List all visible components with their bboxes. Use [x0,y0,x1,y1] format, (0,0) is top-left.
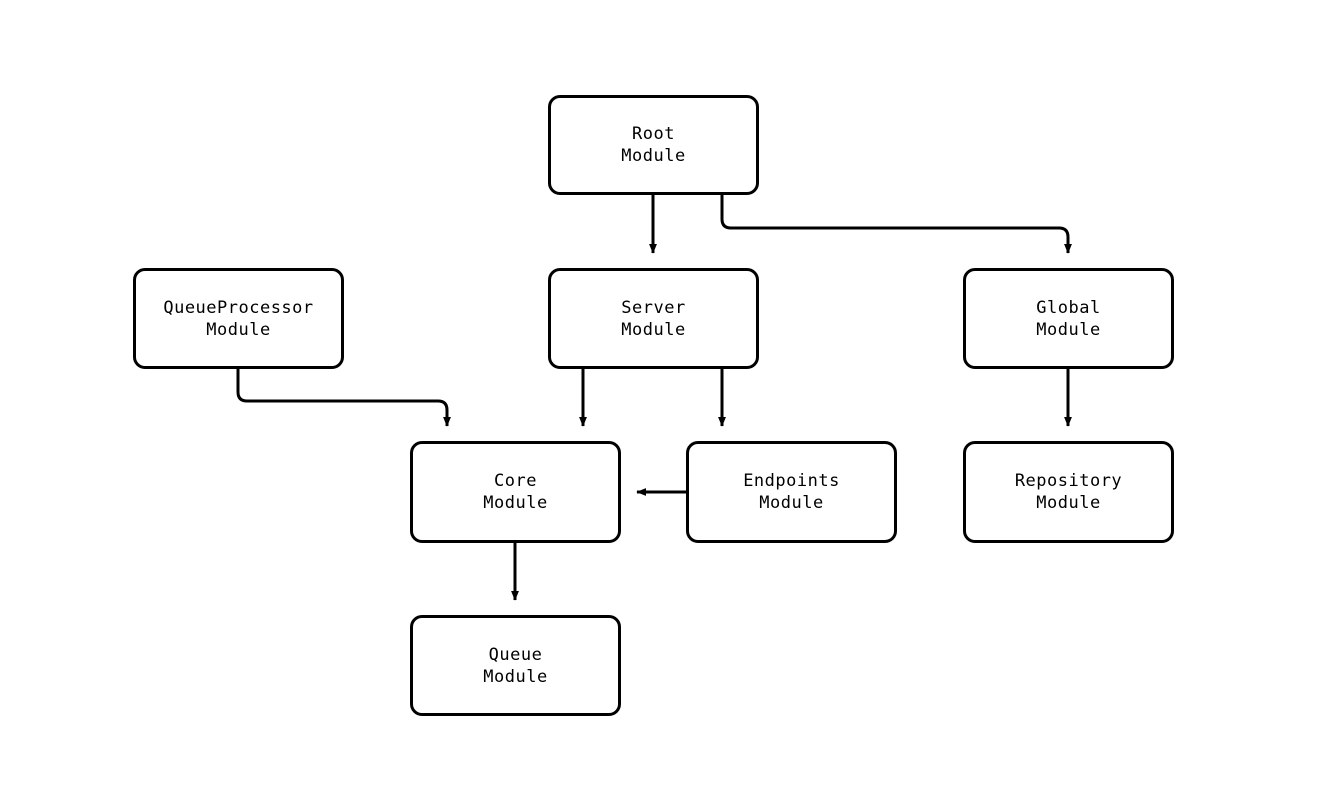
node-endpoints-title: Endpoints [743,471,840,491]
node-global[interactable]: Global Module [963,268,1174,369]
node-core-title: Core [494,471,537,491]
node-core-subtitle: Module [483,493,548,513]
node-server[interactable]: Server Module [548,268,759,369]
node-endpoints-subtitle: Module [759,493,824,513]
node-repository-title: Repository [1014,471,1123,491]
edge-root-to-global [720,195,1072,254]
node-queue-subtitle: Module [483,666,548,687]
node-server-subtitle: Module [621,319,686,340]
node-queue[interactable]: Queue Module [410,615,621,716]
node-queueprocessor-title: QueueProcessor [163,297,314,318]
node-repository-subtitle: Module [1036,493,1101,513]
node-global-title: Global [1036,297,1101,318]
node-queue-title: Queue [488,644,543,665]
node-queueprocessor-subtitle: Module [206,319,271,340]
node-root[interactable]: Root Module [548,95,759,195]
node-repository[interactable]: Repository Module [963,441,1174,543]
node-global-subtitle: Module [1036,319,1101,340]
node-queueprocessor[interactable]: QueueProcessor Module [133,268,344,369]
node-core[interactable]: Core Module [410,441,621,543]
edge-queueprocessor-to-core [236,369,451,427]
node-root-subtitle: Module [621,146,686,166]
node-endpoints[interactable]: Endpoints Module [686,441,897,543]
node-server-title: Server [621,297,686,318]
node-root-title: Root [632,124,675,144]
